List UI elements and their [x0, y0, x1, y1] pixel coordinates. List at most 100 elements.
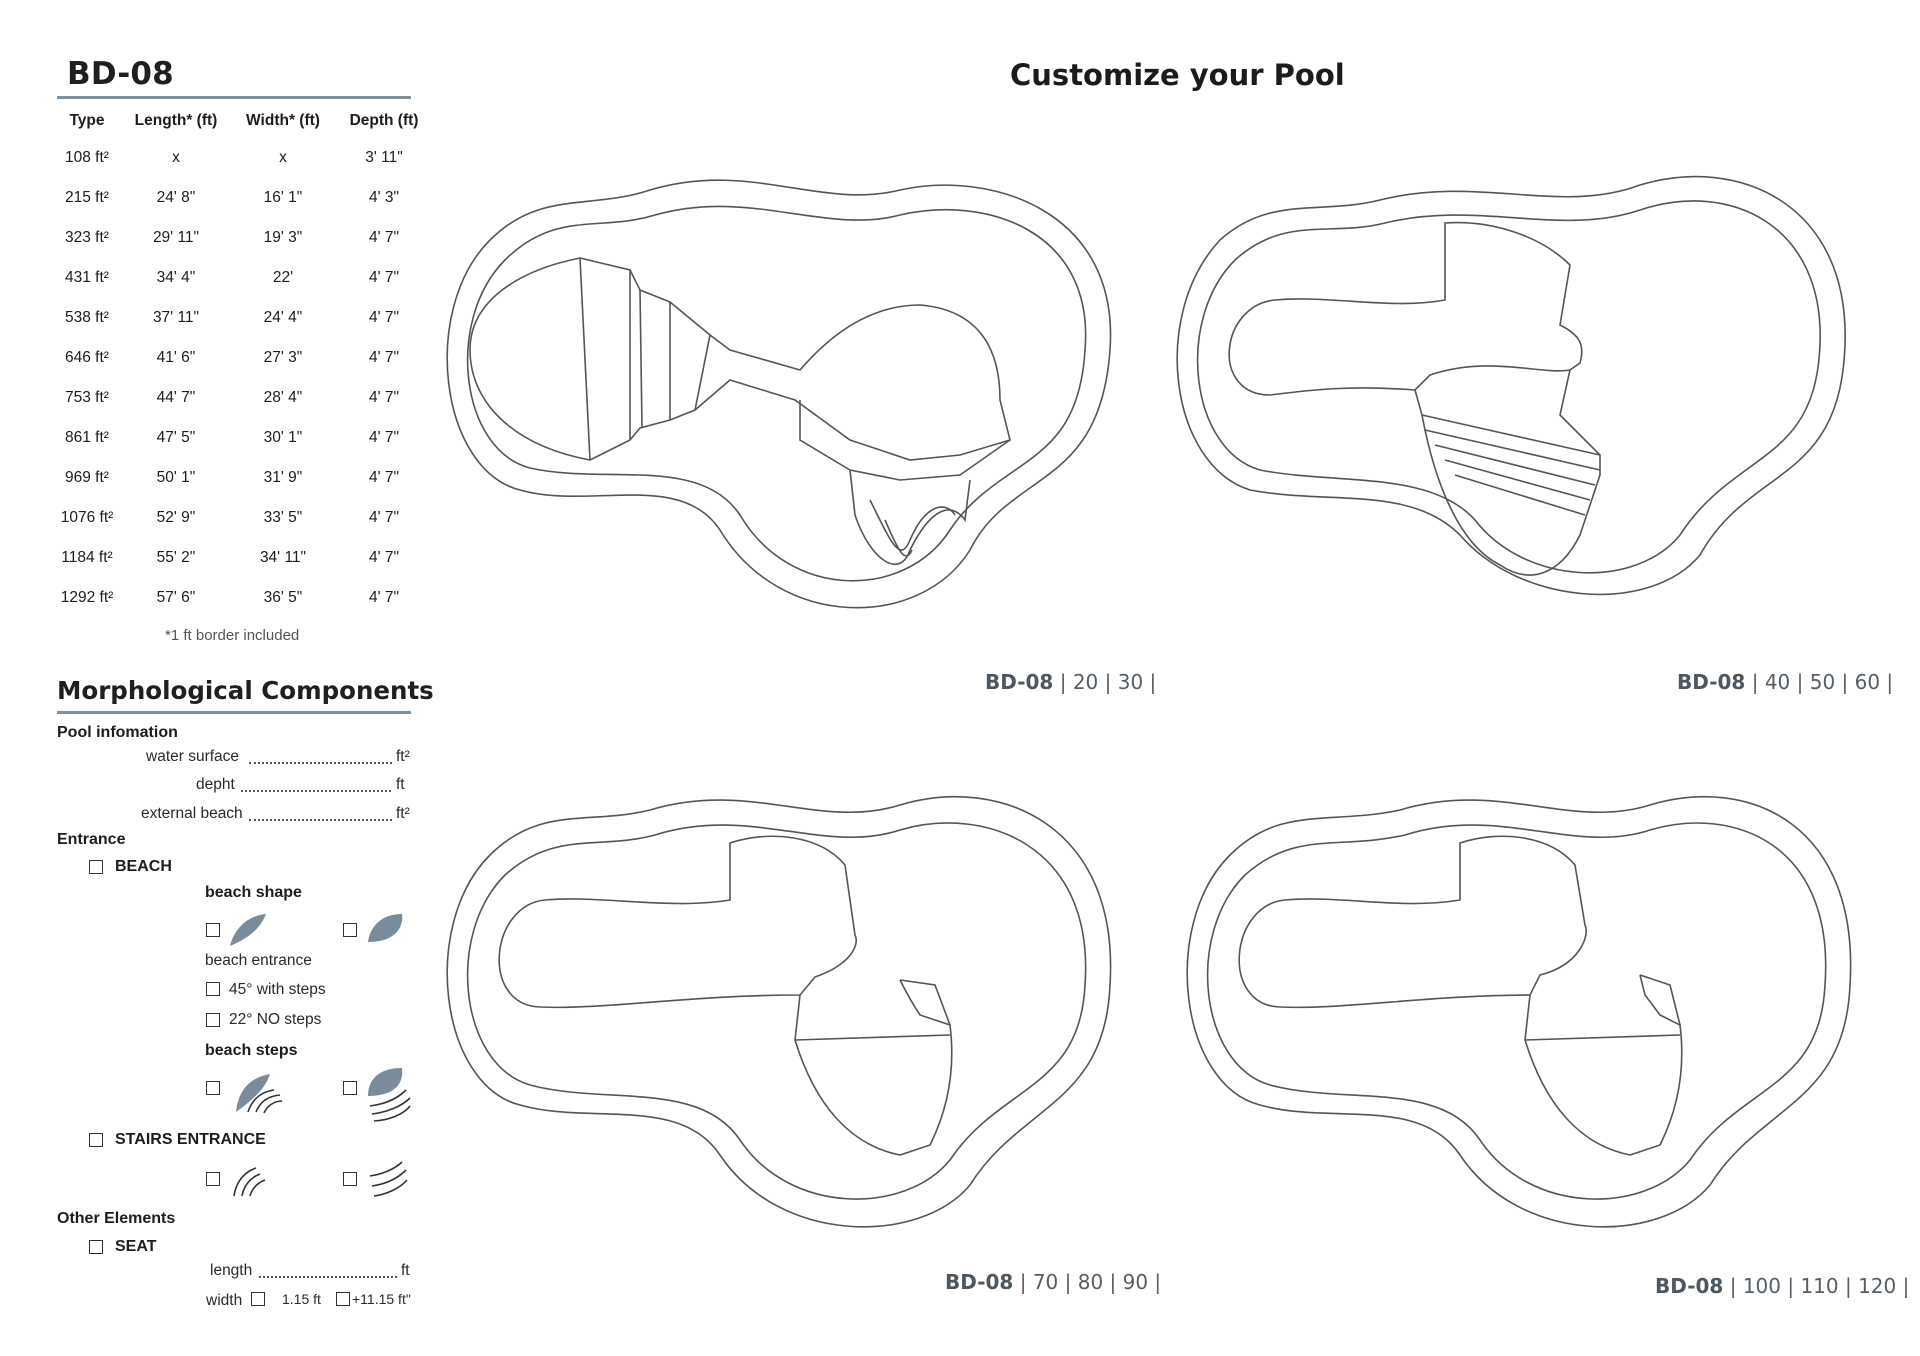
table-cell: 753 ft² [65, 389, 109, 406]
table-cell: 4' 7" [368, 389, 399, 406]
table-cell: 4' 3" [368, 189, 399, 206]
table-cell: x [172, 149, 180, 166]
opt-22-checkbox[interactable] [206, 1013, 220, 1027]
table-cell: 34' 11" [259, 549, 307, 566]
pool-info-label: Pool infomation [57, 724, 178, 741]
table-cell: 19' 3" [263, 229, 303, 246]
table-cell: 108 ft² [65, 149, 109, 166]
other-elements-label: Other Elements [57, 1210, 176, 1227]
caption-4-model: BD-08 [1655, 1274, 1724, 1298]
table-row: 431 ft² 34' 4" 22' 4' 7" [52, 258, 432, 298]
external-beach-label: external beach [141, 805, 243, 822]
caption-2-model: BD-08 [1677, 670, 1746, 694]
caption-3-model: BD-08 [945, 1270, 1014, 1294]
table-cell: 50' 1" [156, 469, 196, 486]
table-cell: 41' 6" [156, 349, 196, 366]
table-cell: 36' 5" [263, 589, 303, 606]
caption-2-sizes: | 40 | 50 | 60 | [1751, 670, 1894, 694]
beach-shape-2-checkbox[interactable] [343, 923, 357, 937]
table-cell: 33' 5" [263, 509, 303, 526]
table-cell: 4' 7" [368, 509, 399, 526]
beach-steps-label: beach steps [205, 1042, 298, 1059]
table-cell: 29' 11" [152, 229, 200, 246]
title-underline [57, 96, 411, 99]
caption-1-model: BD-08 [985, 670, 1054, 694]
entrance-label: Entrance [57, 831, 126, 848]
beach-entrance-label: beach entrance [205, 952, 312, 969]
beach-steps-quarter-icon [236, 1074, 283, 1114]
table-cell: 1184 ft² [61, 549, 113, 566]
beach-checkbox[interactable] [89, 860, 103, 874]
table-row: 323 ft² 29' 11" 19' 3" 4' 7" [52, 218, 432, 258]
seat-length-field[interactable] [259, 1276, 397, 1278]
depth-field[interactable] [241, 790, 391, 792]
table-cell: 55' 2" [156, 549, 196, 566]
table-cell: 4' 7" [368, 309, 399, 326]
table-cell: 24' 4" [263, 309, 303, 326]
table-cell: 37' 11" [152, 309, 200, 326]
beach-steps-1-checkbox[interactable] [206, 1081, 220, 1095]
table-cell: 323 ft² [65, 229, 109, 246]
table-cell: 4' 7" [368, 549, 399, 566]
table-cell: 31' 9" [263, 469, 303, 486]
beach-steps-2-checkbox[interactable] [343, 1081, 357, 1095]
table-cell: 27' 3" [263, 349, 303, 366]
pool-drawing-4 [1186, 796, 1852, 1228]
page-title: Customize your Pool [1010, 58, 1345, 92]
beach-steps-leaf-icon [368, 1068, 411, 1122]
stairs-checkbox[interactable] [89, 1133, 103, 1147]
table-cell: 4' 7" [368, 269, 399, 286]
table-row: 1184 ft² 55' 2" 34' 11" 4' 7" [52, 538, 432, 578]
stairs-1-checkbox[interactable] [206, 1172, 220, 1186]
depth-unit: ft [396, 776, 405, 793]
col-depth: Depth (ft) [349, 112, 419, 129]
table-header-row: Type Length* (ft) Width* (ft) Depth (ft) [52, 104, 432, 138]
beach-label: BEACH [115, 858, 172, 875]
table-cell: 34' 4" [156, 269, 196, 286]
table-cell: 47' 5" [156, 429, 196, 446]
seat-width-label: width [206, 1292, 243, 1309]
width-1115-label: +11.15 ft" [352, 1291, 411, 1307]
caption-3-sizes: | 70 | 80 | 90 | [1019, 1270, 1162, 1294]
table-cell: 30' 1" [263, 429, 303, 446]
table-cell: 4' 7" [368, 349, 399, 366]
seat-checkbox[interactable] [89, 1240, 103, 1254]
caption-3: BD-08 | 70 | 80 | 90 | [945, 1270, 1161, 1294]
table-cell: 861 ft² [65, 429, 109, 446]
external-beach-unit: ft² [396, 805, 410, 822]
table-cell: 4' 7" [368, 429, 399, 446]
stairs-2-checkbox[interactable] [343, 1172, 357, 1186]
table-cell: 57' 6" [156, 589, 196, 606]
size-table: Type Length* (ft) Width* (ft) Depth (ft)… [52, 104, 432, 618]
table-cell: 28' 4" [263, 389, 303, 406]
external-beach-field[interactable] [249, 819, 392, 821]
caption-4: BD-08 | 100 | 110 | 120 | [1655, 1274, 1909, 1298]
opt-22-label: 22° NO steps [229, 1011, 322, 1028]
width-115-label: 1.15 ft [282, 1291, 321, 1307]
opt-45-checkbox[interactable] [206, 982, 220, 996]
width-1115-checkbox[interactable] [336, 1292, 350, 1306]
width-115-checkbox[interactable] [251, 1292, 265, 1306]
section-underline [57, 711, 411, 714]
table-cell: 4' 7" [368, 229, 399, 246]
table-cell: 3' 11" [365, 149, 403, 166]
beach-shape-leaf-icon [368, 914, 403, 942]
beach-shape-1-checkbox[interactable] [206, 923, 220, 937]
table-cell: 22' [272, 269, 294, 286]
stairs-arc-icon [233, 1167, 266, 1197]
table-cell: 431 ft² [65, 269, 109, 286]
seat-length-label: length [210, 1262, 253, 1279]
seat-label: SEAT [115, 1238, 157, 1255]
water-surface-field[interactable] [249, 762, 392, 764]
table-cell: 16' 1" [263, 189, 303, 206]
depth-label: depht [196, 776, 235, 793]
beach-shape-quarter-icon [230, 914, 266, 946]
caption-2: BD-08 | 40 | 50 | 60 | [1677, 670, 1893, 694]
caption-1-sizes: | 20 | 30 | [1059, 670, 1157, 694]
